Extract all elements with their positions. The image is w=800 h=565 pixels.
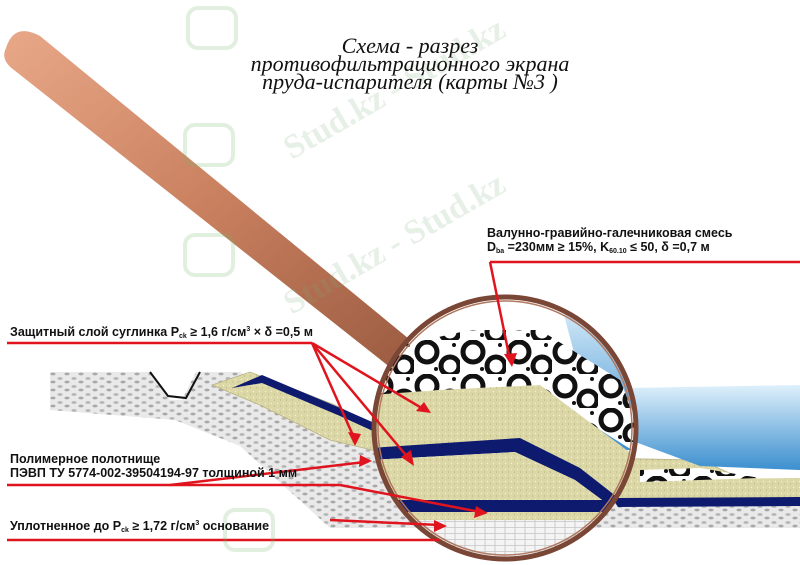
magnifier-rim	[371, 294, 639, 562]
diagram-title-line-2: противофильтрационного экрана	[250, 51, 570, 76]
pointer-arrowheads	[348, 353, 517, 532]
gravel-layer-spec: Dba =230мм ≥ 15%, K60.10 ≤ 50, δ =0,7 м	[487, 240, 710, 255]
magnifier-lens	[375, 298, 635, 558]
diagram-title-line-3: пруда-испарителя (карты №3 )	[262, 69, 558, 94]
pointer-lines	[7, 260, 800, 542]
membrane-layer-label: Полимерное полотнище ПЭВП ТУ 5774-002-39…	[10, 452, 297, 480]
gravel-layer-label: Валунно-гравийно-галечниковая смесь Dba …	[487, 226, 732, 259]
membrane-layer-spec: ПЭВП ТУ 5774-002-39504194-97 толщиной 1 …	[10, 466, 298, 480]
gravel-layer-name: Валунно-гравийно-галечниковая смесь	[487, 226, 733, 240]
base-layer-label: Уплотненное до Pck ≥ 1,72 г/см3 основани…	[10, 519, 270, 535]
magnifier-handle	[4, 31, 420, 372]
protective-layer-label: Защитный слой суглинка Pck ≥ 1,6 г/см3 ×…	[10, 325, 313, 341]
membrane-layer-name: Полимерное полотнище	[10, 452, 161, 466]
diagram-title-line-1: Схема - разрез	[341, 33, 479, 58]
watermark-logos	[183, 6, 275, 552]
